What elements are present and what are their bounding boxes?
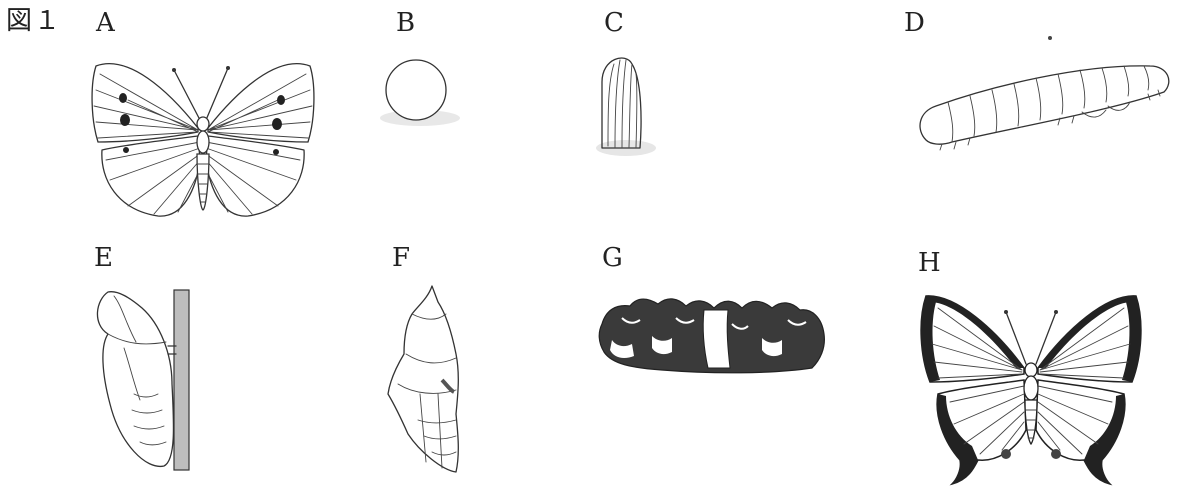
swallowtail-pupa-illustration (372, 284, 482, 479)
round-egg-illustration (378, 56, 488, 136)
pale-caterpillar-illustration (912, 30, 1181, 150)
panel-label-h: H (918, 250, 941, 276)
swallowtail-butterfly-illustration (916, 290, 1146, 486)
white-butterfly-illustration (88, 60, 318, 225)
pupa-on-stem-illustration (86, 284, 196, 479)
panel-label-g: G (602, 245, 623, 271)
panel-label-c: C (604, 10, 624, 36)
panel-label-f: F (392, 245, 410, 271)
panel-label-a: A (96, 10, 115, 36)
elongated-egg-illustration (592, 52, 672, 164)
dark-caterpillar-illustration (592, 290, 832, 382)
panel-label-b: B (396, 10, 415, 36)
panel-label-e: E (94, 245, 113, 271)
figure-label: 図１ (6, 8, 62, 34)
